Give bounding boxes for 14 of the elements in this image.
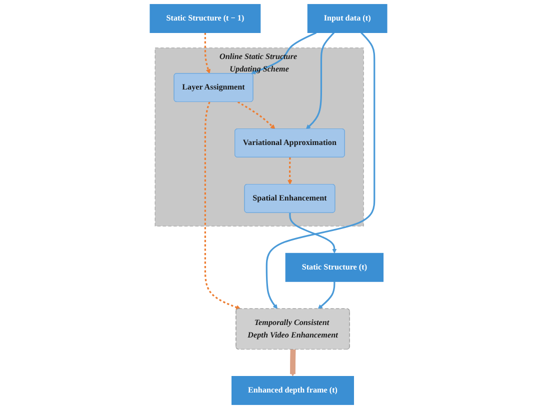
arrow bbox=[237, 101, 276, 130]
arrow bbox=[204, 32, 210, 74]
arrow bbox=[204, 102, 241, 310]
arrow bbox=[289, 212, 337, 254]
arrow bbox=[288, 157, 292, 185]
arrow bbox=[290, 349, 296, 376]
arrow bbox=[266, 32, 376, 310]
arrow bbox=[318, 282, 336, 310]
node-box: Enhanced depth frame (t) bbox=[232, 376, 354, 405]
arrow bbox=[306, 32, 335, 130]
node-box: Static Structure (t − 1) bbox=[150, 4, 261, 33]
node-box: Static Structure (t) bbox=[285, 252, 384, 282]
node-box: Input data (t) bbox=[307, 4, 388, 33]
arrow bbox=[250, 32, 317, 74]
